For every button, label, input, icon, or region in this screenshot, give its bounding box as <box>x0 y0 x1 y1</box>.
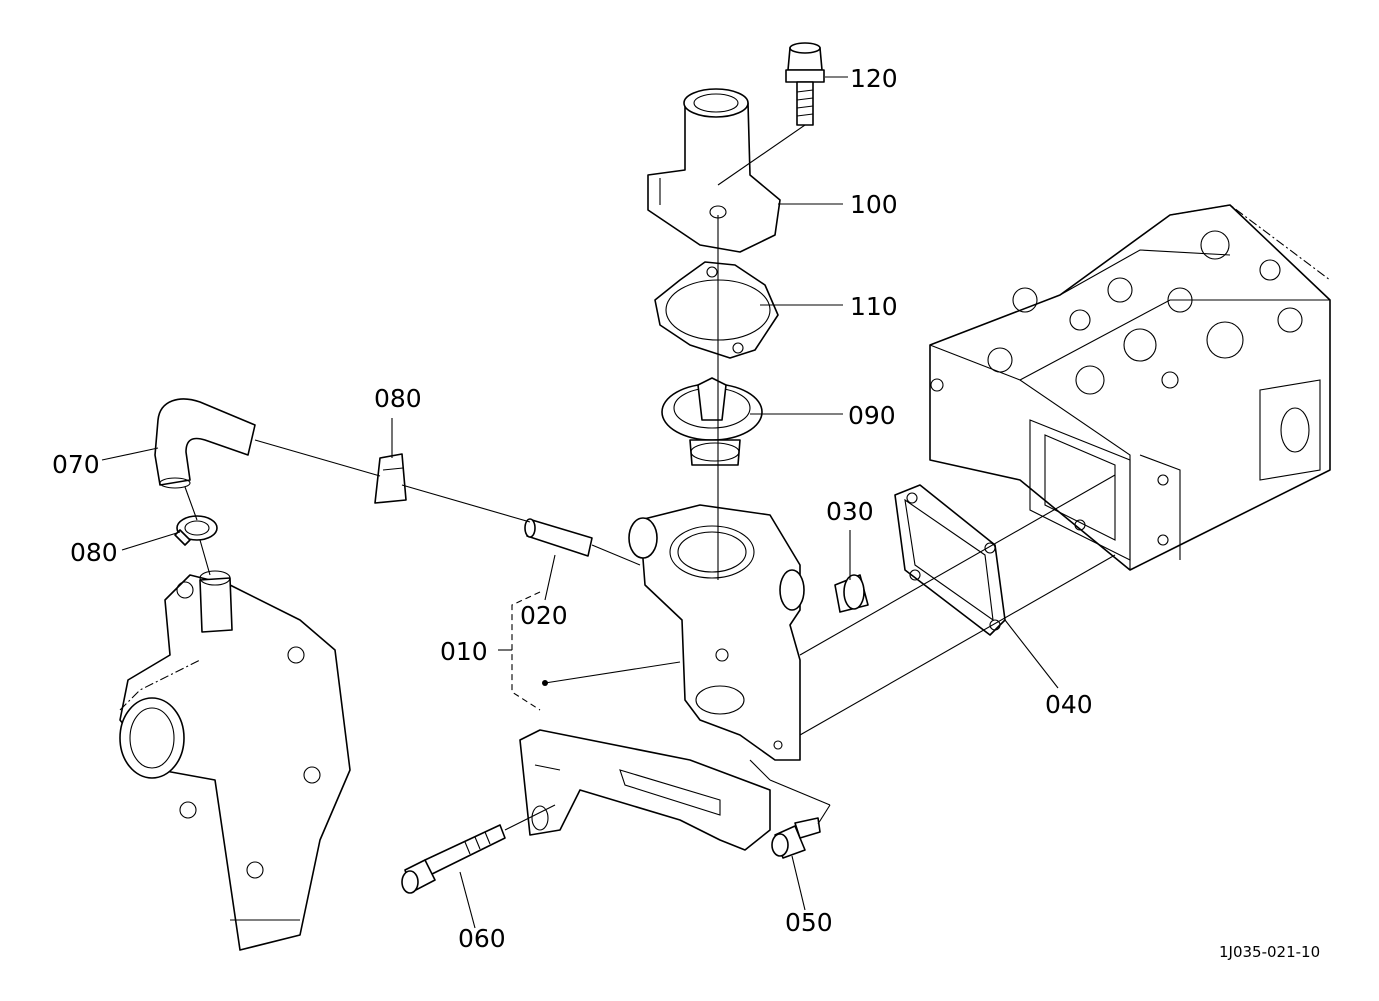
cylinder-head-part <box>929 204 1331 571</box>
thermostat-090-part <box>661 377 763 466</box>
callout-010: 010 <box>440 637 488 666</box>
thermostat-housing-010-part <box>628 504 805 761</box>
callout-100: 100 <box>850 190 898 219</box>
callout-110: 110 <box>850 292 898 321</box>
bolt-060-part <box>401 824 506 894</box>
callout-020: 020 <box>520 601 568 630</box>
pipe-020-part <box>524 518 593 557</box>
bolt-120-part <box>785 42 825 126</box>
callout-050: 050 <box>785 908 833 937</box>
callout-070: 070 <box>52 450 100 479</box>
thermostat-cover-100-part <box>647 88 781 253</box>
callout-030: 030 <box>826 497 874 526</box>
callout-090: 090 <box>848 401 896 430</box>
assembly-lines <box>184 124 1116 831</box>
gasket-110-part <box>654 261 779 359</box>
hose-070-part <box>154 398 256 489</box>
callout-040: 040 <box>1045 690 1093 719</box>
bracket-part <box>519 729 771 851</box>
callout-080-top: 080 <box>374 384 422 413</box>
callout-060: 060 <box>458 924 506 953</box>
plug-030-part <box>834 574 869 613</box>
clamp-080-top-part <box>374 453 407 504</box>
clamp-080-left-part <box>174 515 218 546</box>
reference-code: 1J035-021-10 <box>1219 943 1320 961</box>
gasket-040-part <box>894 484 1006 636</box>
water-pump-part <box>119 570 351 951</box>
callout-leaders <box>101 76 1059 929</box>
callout-080-left: 080 <box>70 538 118 567</box>
bolt-050-part <box>771 817 821 859</box>
callout-120: 120 <box>850 64 898 93</box>
